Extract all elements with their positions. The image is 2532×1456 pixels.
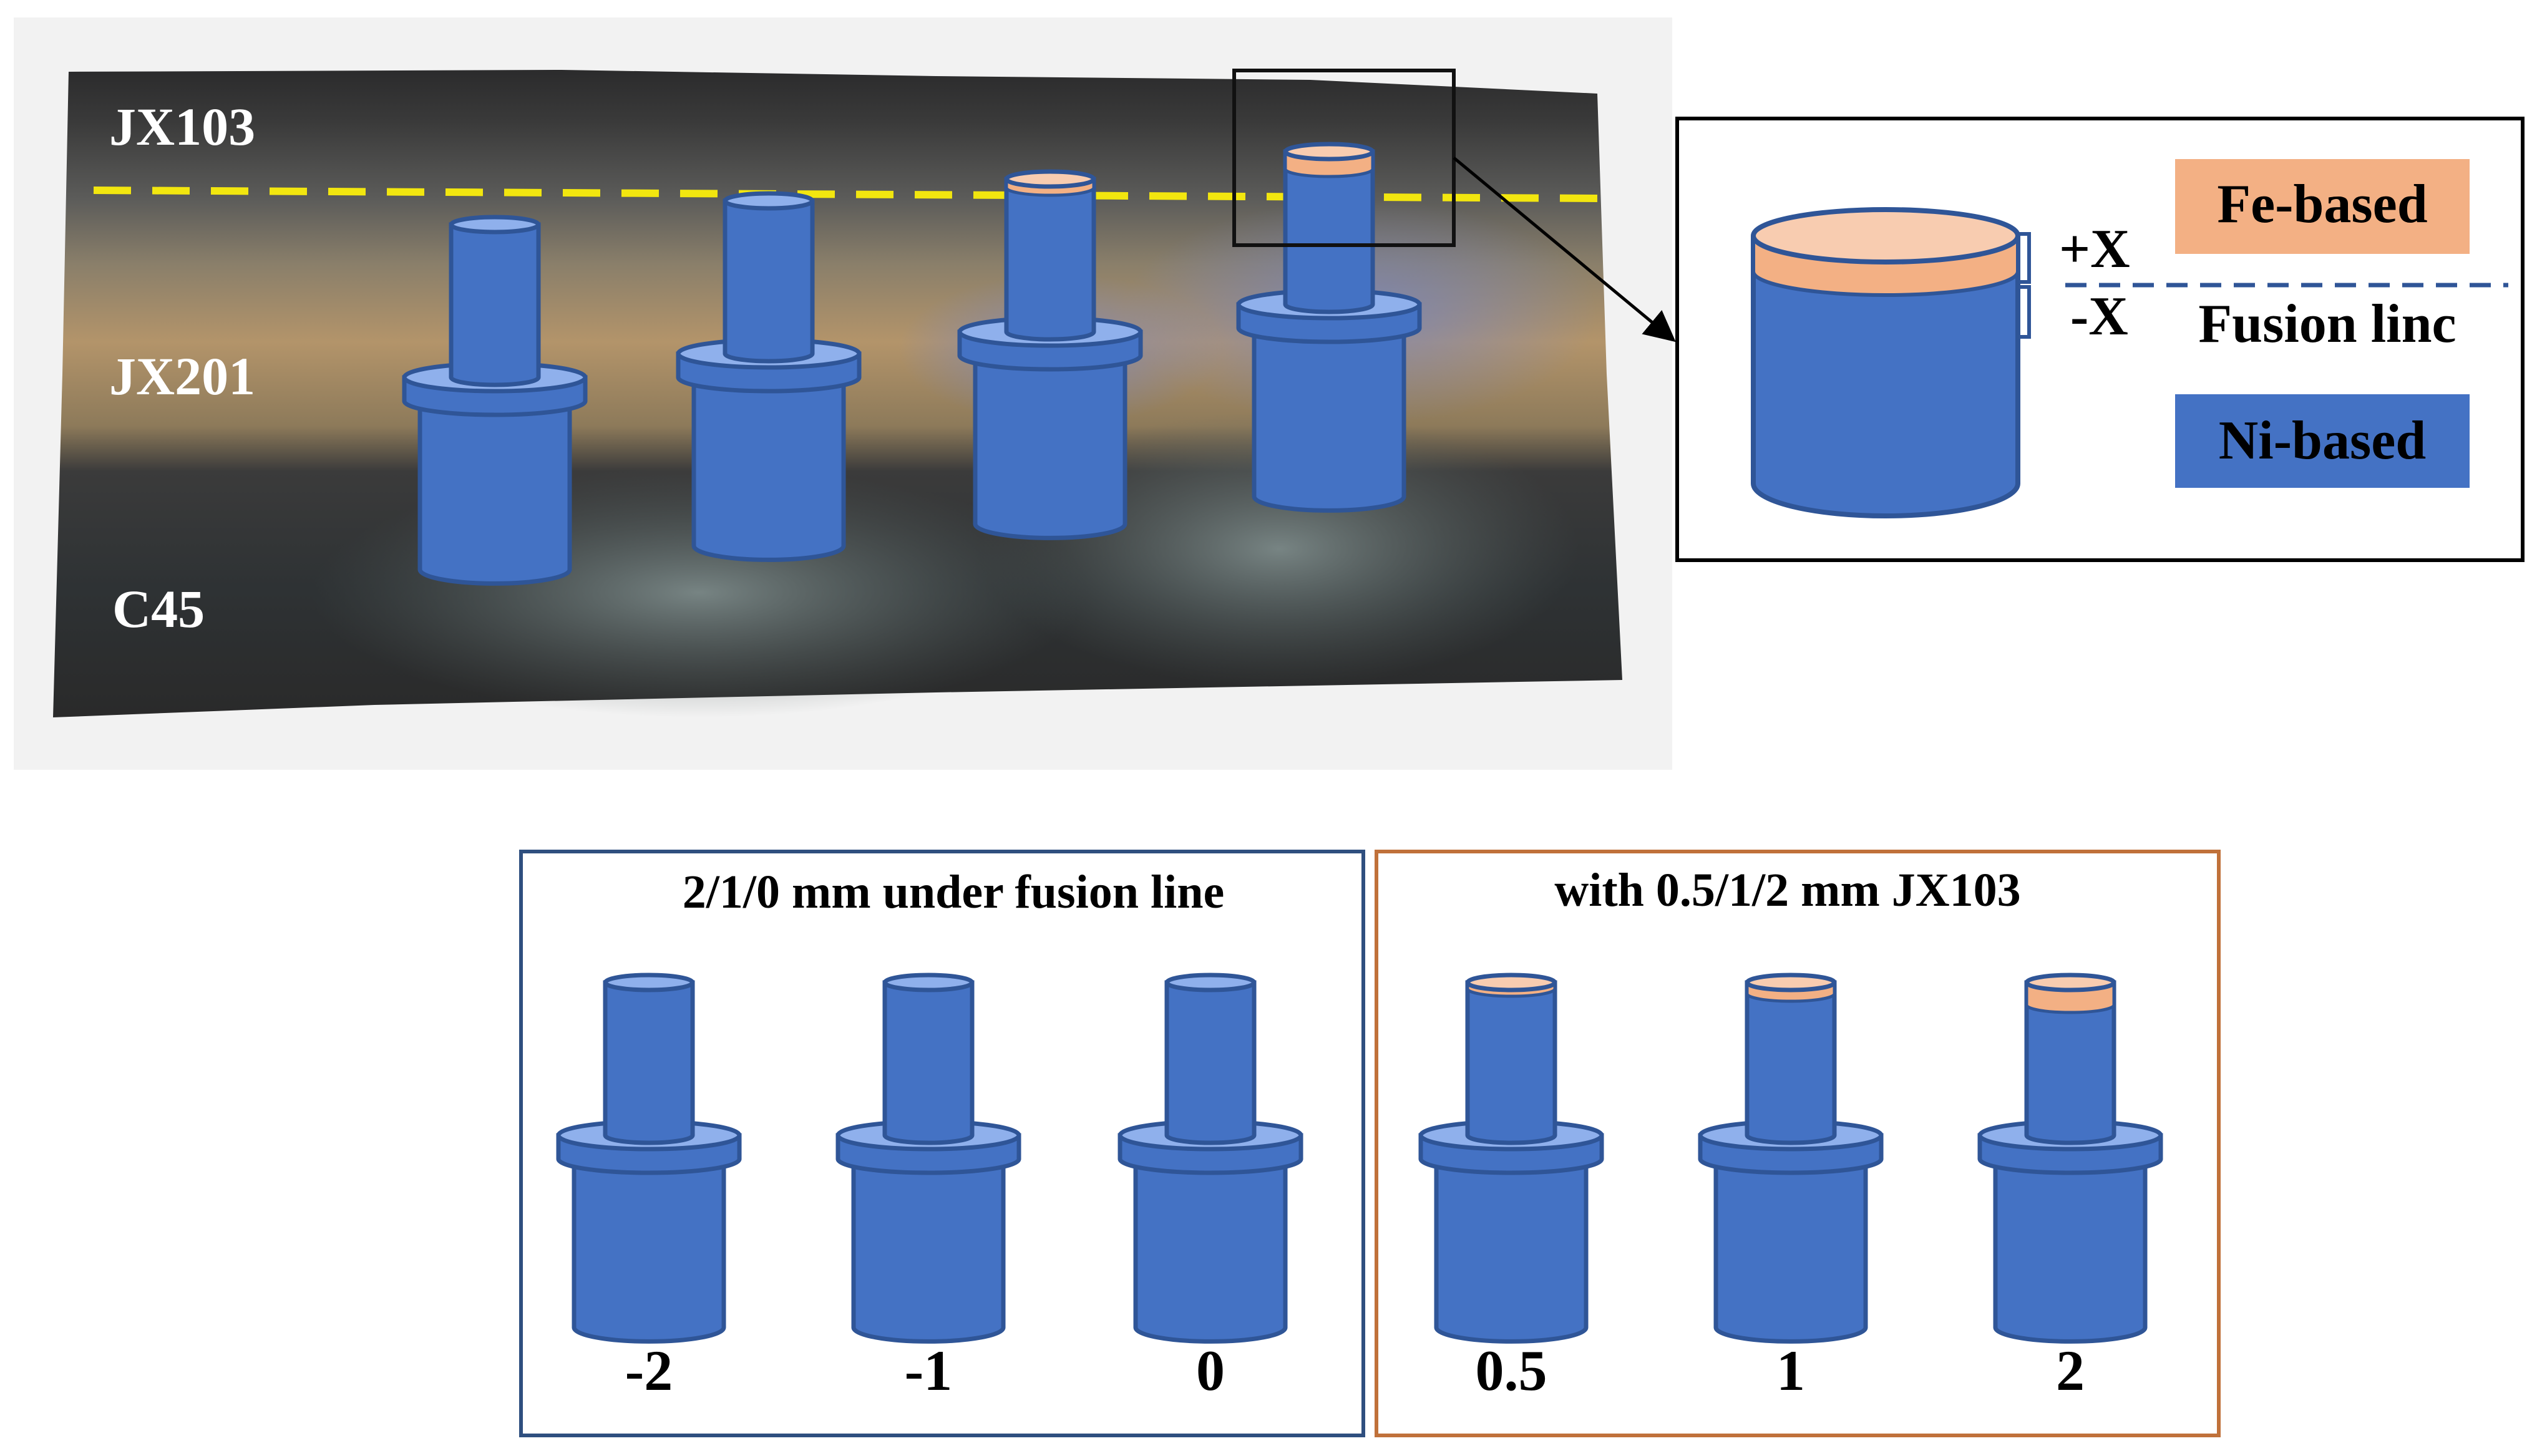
zoom-arrow: [1453, 157, 1676, 342]
specimen-0.5: [1418, 973, 1604, 1344]
specimen-label: 1: [1776, 1339, 1805, 1402]
legend-fe-swatch: [2175, 159, 2470, 254]
photo-specimens: [402, 142, 1422, 586]
plus-bracket: [2018, 232, 2031, 284]
minus-x-label: -X: [2070, 286, 2128, 347]
photo-specimen-3: [957, 169, 1143, 540]
specimen-2: [1977, 973, 2163, 1344]
photo-specimen-2: [676, 191, 862, 562]
photo-specimen-1: [402, 215, 588, 586]
specimen-label: 0: [1196, 1339, 1225, 1402]
legend-ni-swatch: [2175, 394, 2470, 488]
legend-fusion-label: Fusion linc: [2198, 294, 2456, 354]
specimen--2: [556, 973, 742, 1344]
specimen-0: [1117, 973, 1303, 1344]
group-title: 2/1/0 mm under fusion line: [683, 866, 1225, 918]
minus-bracket: [2018, 285, 2031, 339]
inset-panel: +X -X Fe-based Fusion linc Ni-based: [1675, 117, 2525, 562]
legend-fe-label: Fe-based: [2217, 174, 2427, 235]
plus-x-label: +X: [2059, 219, 2130, 279]
group-specimens: -2 -1 0: [556, 973, 1303, 1402]
group-specimens: 0.5 1 2: [1418, 973, 2163, 1402]
group-with-jx103: with 0.5/1/2 mm JX103 0.5 1 2: [1375, 850, 2221, 1437]
layer-label-jx103: JX103: [109, 97, 255, 157]
group-title: with 0.5/1/2 mm JX103: [1554, 864, 2020, 916]
inset-cylinder: [1751, 207, 2020, 518]
specimen-label: -2: [625, 1339, 673, 1402]
layer-label-jx201: JX201: [109, 346, 255, 406]
layer-label-c45: C45: [112, 579, 205, 639]
specimen-1: [1698, 973, 1884, 1344]
specimen--1: [835, 973, 1021, 1344]
specimen-label: 2: [2056, 1339, 2085, 1402]
specimen-label: -1: [905, 1339, 953, 1402]
photo-specimen-4: [1236, 142, 1422, 513]
legend-ni-label: Ni-based: [2219, 410, 2427, 471]
group-under-fusion: 2/1/0 mm under fusion line -2 -1 0: [519, 850, 1365, 1437]
specimen-label: 0.5: [1476, 1339, 1547, 1402]
specimen-photo: JX103 JX201 C45: [14, 17, 1676, 770]
